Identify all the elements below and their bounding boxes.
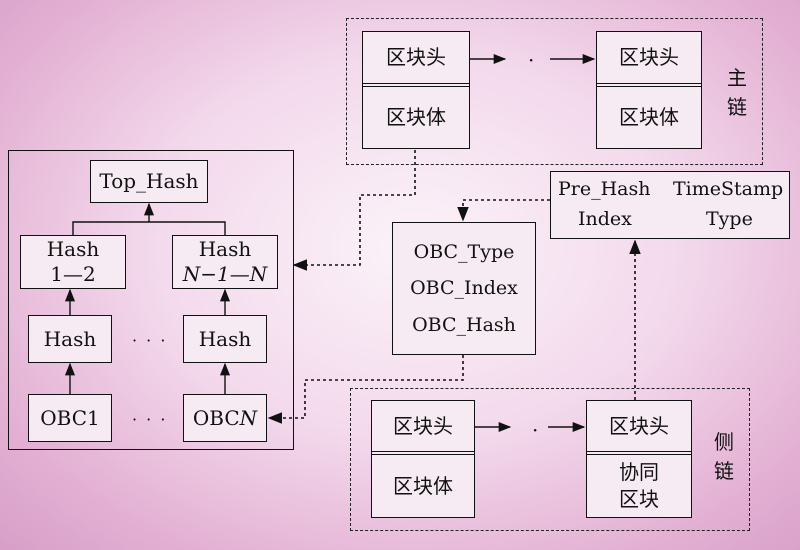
pre-hash-field: Pre_Hash: [558, 178, 651, 200]
top-hash-node: Top_Hash: [90, 160, 208, 203]
block-header-fields-box: Pre_Hash TimeStamp Index Type: [550, 171, 790, 239]
hash-right-node: Hash: [183, 315, 267, 363]
merkle-tree-frame: [8, 150, 294, 450]
hash-n-node: Hash N−1—N: [172, 235, 278, 289]
obc1-leaf: OBC1: [28, 394, 112, 442]
index-field: Index: [578, 208, 632, 230]
side-chain-label: 侧 链: [712, 428, 736, 486]
hash-n-line2: N−1—N: [182, 262, 268, 286]
side-chain-ellipsis: ·: [532, 418, 539, 442]
side-chain-first-block-header: 区块头: [372, 401, 474, 455]
hash-12-line1: Hash: [46, 237, 100, 261]
type-field: Type: [706, 208, 753, 230]
hash-12-line2: 1—2: [50, 262, 96, 286]
side-chain-collab-block: 区块头 协同 区块: [586, 400, 692, 518]
collab-block-line1: 协同: [619, 460, 659, 484]
side-chain-label-char1: 侧: [714, 430, 734, 454]
main-chain-first-block-header: 区块头: [363, 32, 469, 87]
main-chain-first-block-body: 区块体: [386, 105, 446, 129]
obc-type-field: OBC_Type: [413, 241, 515, 264]
timestamp-field: TimeStamp: [673, 178, 784, 200]
main-chain-last-block-body: 区块体: [619, 105, 679, 129]
side-chain-first-block: 区块头 区块体: [371, 400, 475, 518]
leaf-row-ellipsis: · · ·: [132, 410, 168, 429]
side-chain-label-char2: 链: [714, 459, 734, 483]
hash-left-node: Hash: [28, 315, 112, 363]
side-chain-collab-block-header: 区块头: [587, 401, 691, 455]
dotted-header-to-obc: [457, 199, 550, 222]
main-chain-last-block-header: 区块头: [597, 32, 701, 87]
main-chain-last-block: 区块头 区块体: [596, 31, 702, 149]
hash-12-node: Hash 1—2: [20, 235, 126, 289]
main-chain-label: 主 链: [725, 64, 749, 122]
main-chain-label-char2: 链: [727, 95, 747, 119]
main-chain-label-char1: 主: [727, 66, 747, 90]
hash-n-line1: Hash: [198, 237, 252, 261]
hash-row-ellipsis: · · ·: [132, 331, 168, 350]
obcn-leaf-suffix: N: [239, 405, 258, 430]
main-chain-ellipsis: ·: [528, 48, 535, 72]
side-chain-frame: [350, 388, 750, 531]
obcn-leaf-prefix: OBC: [192, 405, 240, 430]
main-chain-first-block: 区块头 区块体: [362, 31, 470, 149]
obc-index-field: OBC_Index: [410, 277, 518, 300]
main-chain-frame: [346, 18, 763, 165]
side-chain-collab-block-body: 协同 区块: [587, 455, 691, 517]
obc-info-box: OBC_Type OBC_Index OBC_Hash: [392, 222, 536, 355]
side-chain-first-block-body: 区块体: [393, 473, 453, 498]
collab-block-line2: 区块: [619, 487, 659, 511]
obc-hash-field: OBC_Hash: [412, 313, 516, 336]
